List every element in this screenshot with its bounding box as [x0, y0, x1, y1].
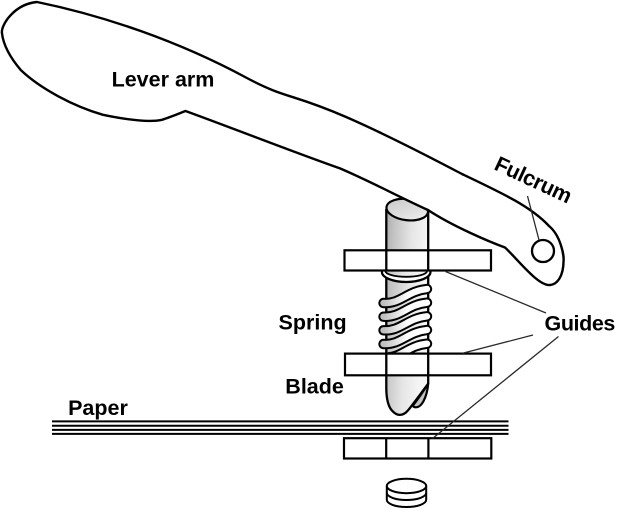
svg-text:Spring: Spring — [279, 311, 347, 335]
svg-text:Guides: Guides — [545, 312, 616, 336]
svg-text:Lever arm: Lever arm — [112, 67, 215, 91]
svg-text:Blade: Blade — [285, 375, 344, 399]
svg-text:Paper: Paper — [68, 396, 128, 420]
